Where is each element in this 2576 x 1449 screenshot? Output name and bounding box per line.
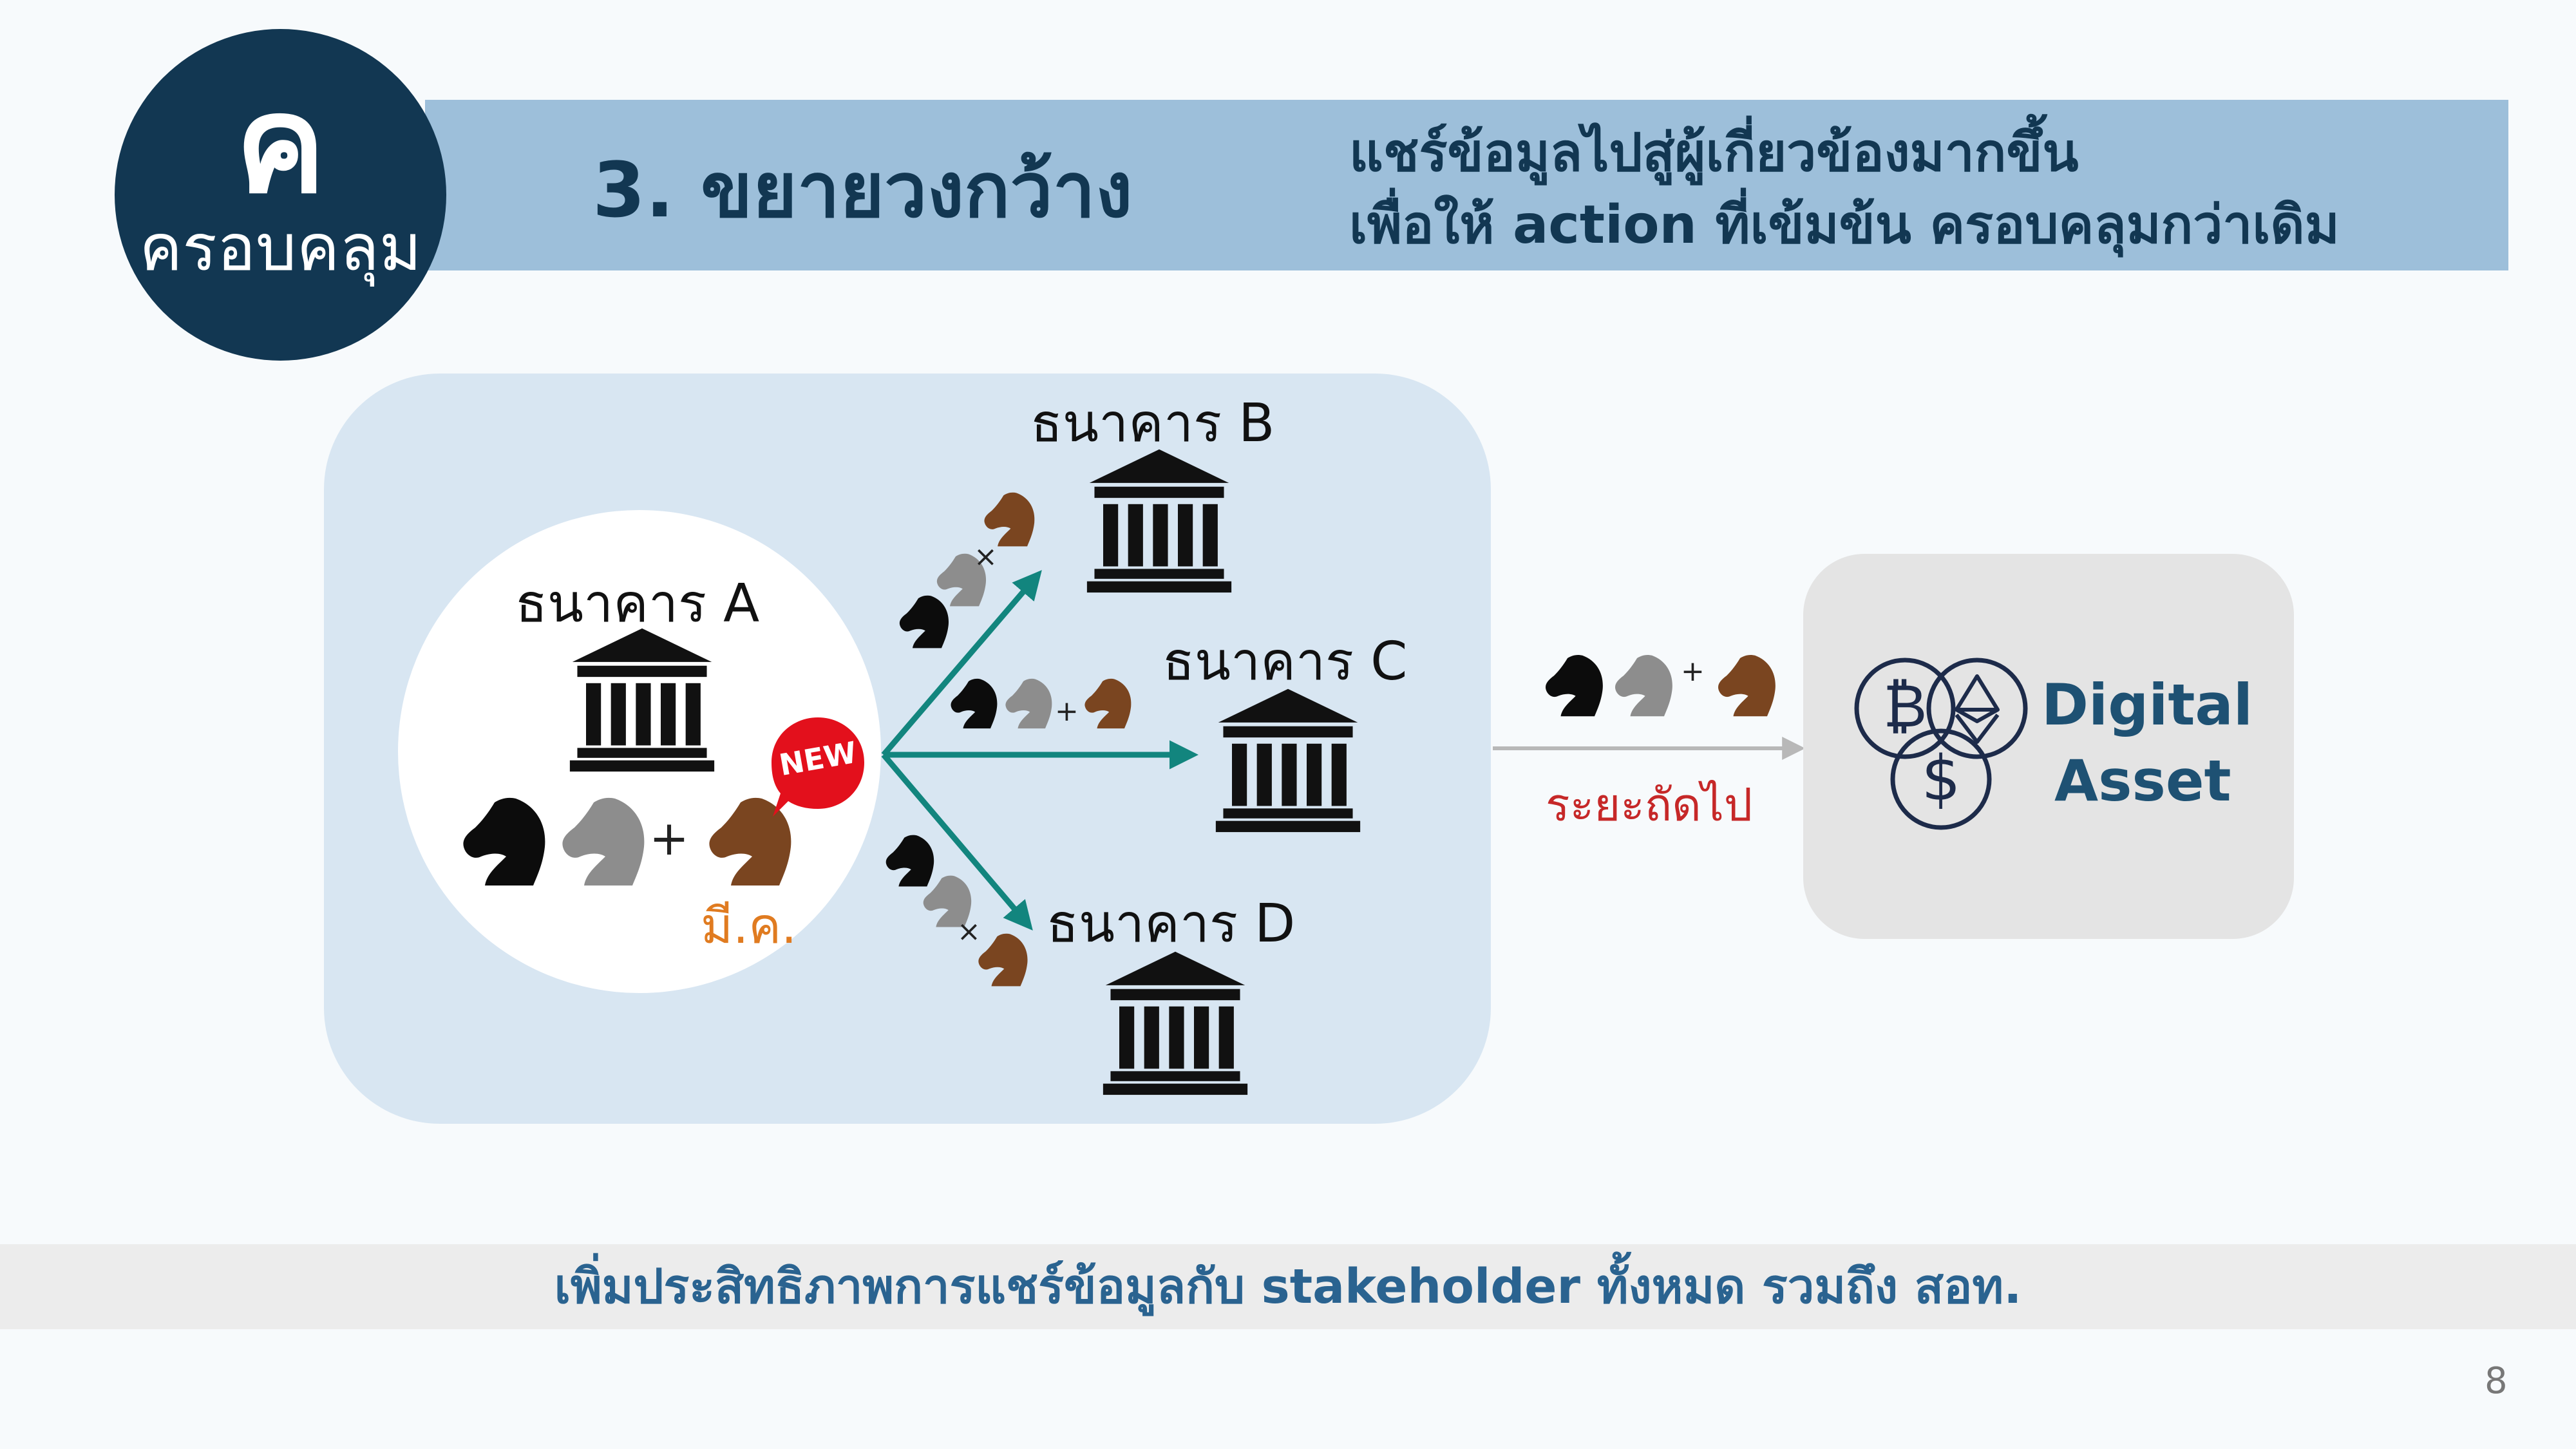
page-number: 8	[2485, 1360, 2508, 1402]
new-badge-icon	[772, 717, 864, 817]
footer-bar	[0, 1244, 2576, 1329]
horse-icon	[979, 489, 1040, 549]
plus-sign: +	[1681, 655, 1705, 688]
horse-icon	[1081, 675, 1135, 732]
footer-text: เพิ่มประสิทธิภาพการแชร์ข้อมูลกับ stakeho…	[554, 1259, 2022, 1314]
times-sign: ×	[957, 915, 981, 948]
horse-icon	[1610, 644, 1678, 726]
ethereum-icon	[1955, 674, 2000, 744]
times-sign: ×	[974, 540, 998, 573]
horse-icon	[1540, 644, 1608, 726]
bank-c-label: ธนาคาร C	[1162, 631, 1408, 692]
header-bar	[425, 100, 2508, 270]
crypto-coins-icon: ₿ $	[1854, 658, 2028, 830]
horse-icon	[1001, 675, 1056, 732]
dollar-icon: $	[1921, 743, 1960, 815]
bank-d-label: ธนาคาร D	[1046, 893, 1296, 954]
arrow-to-bank-b	[881, 570, 1042, 757]
header-description-line1: แชร์ข้อมูลไปสู่ผู้เกี่ยวข้องมากขึ้น	[1349, 122, 2079, 184]
bitcoin-icon: ₿	[1883, 672, 1927, 741]
section-title: 3. ขยายวงกว้าง	[592, 146, 1133, 234]
next-step-label: ระยะถัดไป	[1546, 779, 1753, 831]
digital-asset-label-line2: Asset	[2054, 748, 2231, 814]
bank-b-label: ธนาคาร B	[1030, 393, 1275, 454]
digital-asset-label-line1: Digital	[2041, 672, 2253, 738]
plus-sign: +	[649, 811, 690, 866]
horse-icon	[1713, 644, 1781, 726]
category-badge	[115, 29, 446, 361]
bank-a-label: ธนาคาร A	[515, 573, 760, 634]
digital-asset-panel	[1803, 554, 2294, 939]
horse-icon	[972, 931, 1034, 989]
badge-label: ครอบคลุม	[139, 210, 422, 285]
plus-sign: +	[1055, 695, 1079, 728]
arrow-to-bank-d	[881, 753, 1033, 931]
badge-letter: ค	[235, 66, 326, 223]
header-description-line2: เพื่อให้ action ที่เข้มข้น ครอบคลุมกว่าเ…	[1349, 194, 2340, 256]
source-month-label: มี.ค.	[701, 897, 797, 954]
horse-icon	[947, 675, 1001, 732]
